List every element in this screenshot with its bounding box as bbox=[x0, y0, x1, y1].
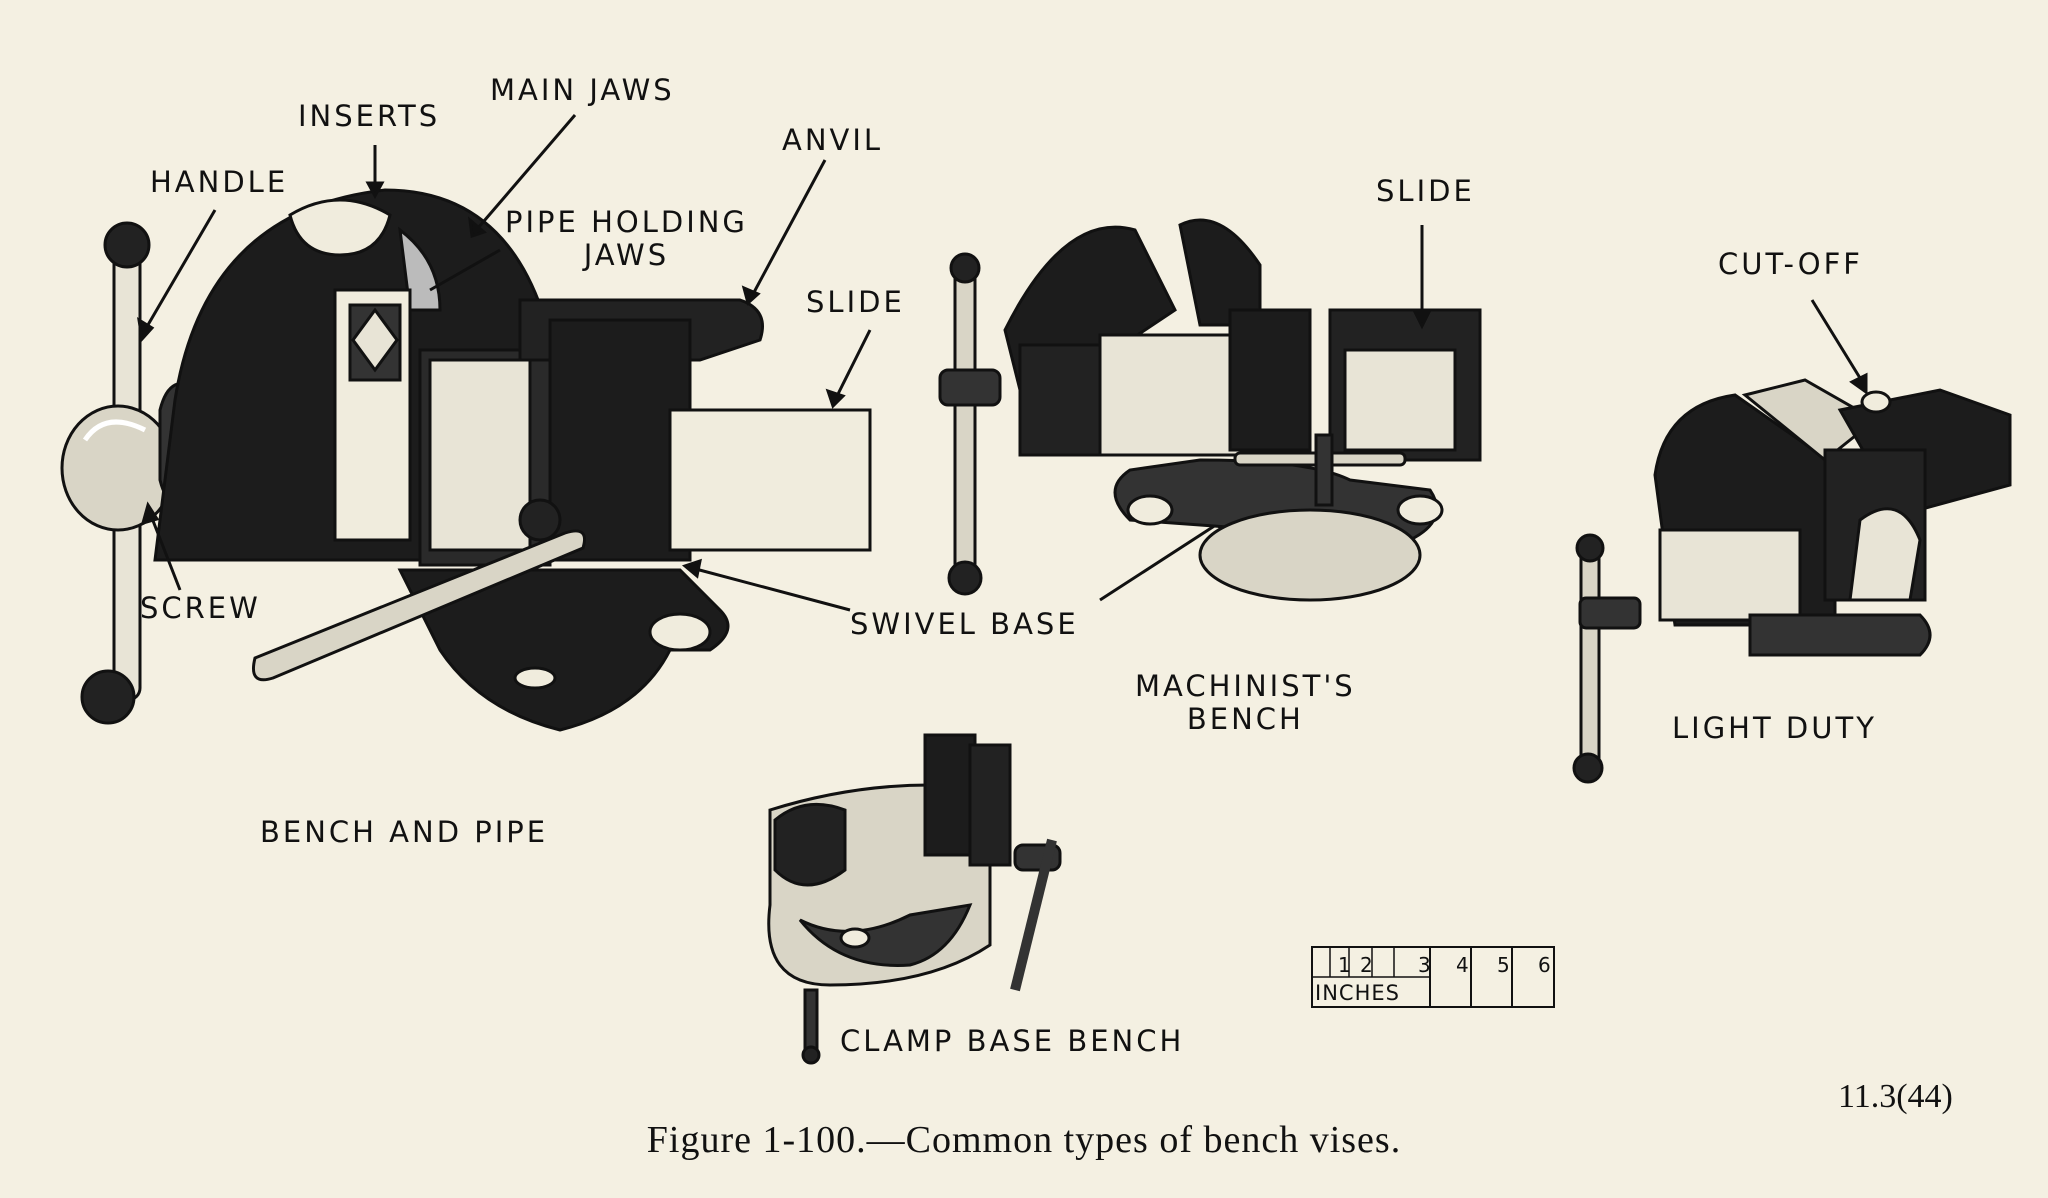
ruler-number-5: 5 bbox=[1497, 953, 1510, 977]
ruler-number-2: 2 bbox=[1360, 953, 1373, 977]
label-inserts: INSERTS bbox=[298, 99, 441, 133]
ruler-number-4: 4 bbox=[1456, 953, 1469, 977]
vise-name-light-duty: LIGHT DUTY bbox=[1672, 711, 1877, 745]
figure-caption: Figure 1-100.—Common types of bench vise… bbox=[646, 1119, 1402, 1161]
ruler-number-3: 3 bbox=[1418, 953, 1431, 977]
label-swivel-base: SWIVEL BASE bbox=[850, 607, 1079, 641]
ruler-unit-label: INCHES bbox=[1315, 981, 1400, 1005]
vise-name-clamp-base-bench: CLAMP BASE BENCH bbox=[840, 1024, 1185, 1058]
ruler-number-6: 6 bbox=[1538, 953, 1551, 977]
vise-name-bench-and-pipe: BENCH AND PIPE bbox=[260, 815, 549, 849]
clamp-base-vise-drawing bbox=[767, 733, 1062, 1065]
label-anvil: ANVIL bbox=[782, 123, 884, 157]
machinist-leader-lines bbox=[1412, 225, 1432, 330]
label-main-jaws: MAIN JAWS bbox=[490, 73, 675, 107]
figure-id: 11.3(44) bbox=[1838, 1078, 1953, 1115]
bench-vise-leader-lines bbox=[137, 114, 1233, 612]
label-pipe-holding-jaws: PIPE HOLDING JAWS bbox=[505, 205, 748, 273]
light-duty-vise-drawing bbox=[1572, 378, 2012, 784]
label-slide-left: SLIDE bbox=[806, 285, 905, 319]
vise-name-machinists-bench: MACHINIST'S BENCH bbox=[1135, 669, 1356, 737]
machinists-bench-vise-drawing bbox=[938, 218, 1482, 602]
light-duty-leader-lines bbox=[1810, 299, 1868, 395]
label-cut-off: CUT-OFF bbox=[1718, 247, 1863, 281]
label-handle: HANDLE bbox=[150, 165, 289, 199]
label-slide-right: SLIDE bbox=[1376, 174, 1475, 208]
inch-ruler: 1 2 3 4 5 6 INCHES bbox=[1311, 946, 1555, 1008]
label-screw: SCREW bbox=[140, 591, 261, 625]
ruler-number-1: 1 bbox=[1338, 953, 1351, 977]
bench-and-pipe-vise-drawing bbox=[60, 188, 872, 732]
